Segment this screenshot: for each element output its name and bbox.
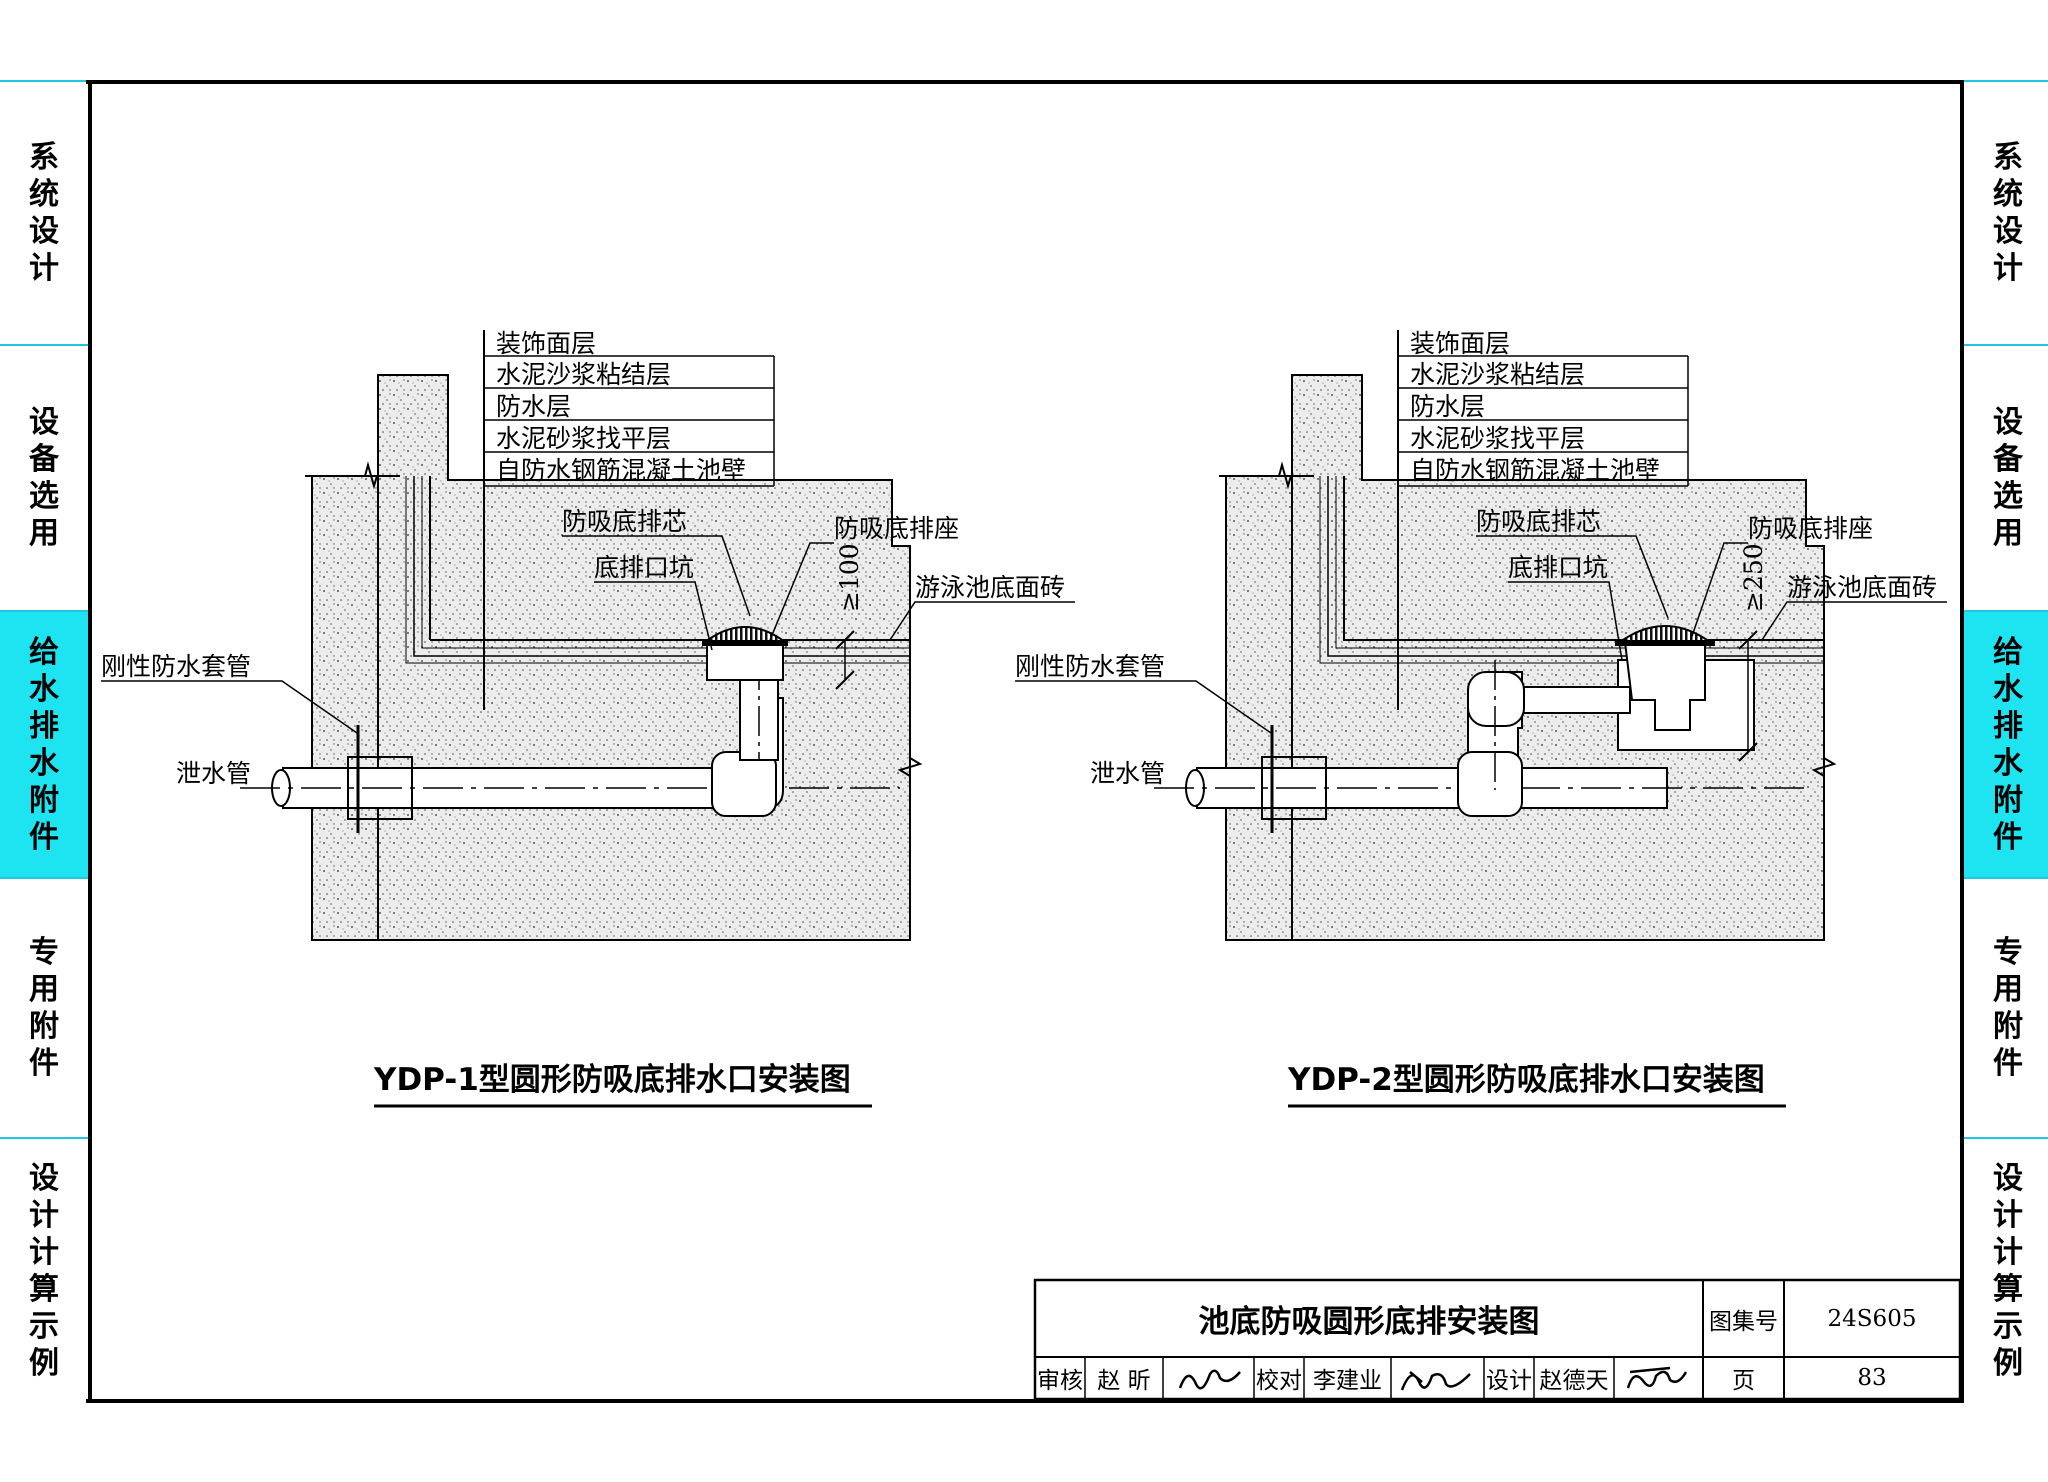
drawing-frame	[86, 80, 1964, 1403]
sidebar-tab-label: 给水排水附件	[29, 634, 59, 855]
sidebar-tab[interactable]: 给水排水附件	[1964, 610, 2048, 877]
callouts: 防吸底排芯 防吸底排座 底排口坑 游泳池底面砖 刚性防水套管 泄水管	[101, 507, 1075, 788]
tile-label: 游泳池底面砖	[915, 573, 1065, 602]
drain-pipe-label: 泄水管	[176, 759, 251, 788]
diagram-title: YDP-1型圆形防吸底排水口安装图	[373, 1062, 851, 1098]
dimension-label: ≥250	[1739, 543, 1768, 612]
designer-name: 赵德天	[1539, 1368, 1609, 1394]
layer-label: 水泥砂浆找平层	[1410, 424, 1585, 453]
pit-label: 底排口坑	[594, 553, 694, 582]
layer-leader: 装饰面层 水泥沙浆粘结层 防水层 水泥砂浆找平层 自防水钢筋混凝土池壁	[483, 329, 775, 710]
atlas-no: 24S605	[1827, 1305, 1917, 1332]
design-label: 设计	[1486, 1368, 1532, 1394]
break-line	[1219, 461, 1837, 935]
drain-pipe-label: 泄水管	[1090, 759, 1165, 788]
diagram-title: YDP-2型圆形防吸底排水口安装图	[1287, 1062, 1765, 1098]
waterproof-sleeve	[347, 725, 413, 833]
sidebar-tab[interactable]: 设计计算示例	[0, 1137, 88, 1403]
sidebar-tab[interactable]: 专用附件	[0, 877, 88, 1137]
atlas-no-label: 图集号	[1709, 1308, 1778, 1335]
elbow-fitting	[711, 660, 784, 817]
sidebar-tab-label: 专用附件	[1993, 935, 2023, 1081]
signature-reviewer	[1178, 1369, 1241, 1390]
sidebar-tab-label: 系统设计	[1993, 140, 2023, 286]
left-sidebar: 系统设计设备选用给水排水附件专用附件设计计算示例	[0, 80, 92, 1403]
sidebar-tab[interactable]: 给水排水附件	[0, 610, 88, 877]
layer-label: 自防水钢筋混凝土池壁	[1410, 456, 1660, 485]
elbow-fitting	[1457, 660, 1525, 817]
pit-label: 底排口坑	[1508, 553, 1608, 582]
layer-label: 防水层	[496, 392, 571, 421]
signature-checker	[1400, 1371, 1471, 1391]
sidebar-tab-label: 系统设计	[29, 140, 59, 286]
sidebar-tab[interactable]: 系统设计	[1964, 80, 2048, 344]
sidebar-tab[interactable]: 设备选用	[1964, 344, 2048, 610]
layer-label: 水泥砂浆找平层	[496, 424, 671, 453]
sleeve-label: 刚性防水套管	[1015, 652, 1165, 681]
signature-designer	[1626, 1366, 1688, 1389]
drain-pipe	[240, 767, 900, 809]
sidebar-tab[interactable]: 设计计算示例	[1964, 1137, 2048, 1403]
title-block	[1033, 1278, 1962, 1401]
check-label: 校对	[1256, 1368, 1302, 1394]
layer-label: 水泥沙浆粘结层	[1410, 360, 1585, 389]
waterproof-sleeve	[1261, 725, 1327, 833]
dimension-label: ≥100	[835, 543, 864, 612]
seat-label: 防吸底排座	[1748, 514, 1873, 543]
sleeve-label: 刚性防水套管	[101, 652, 251, 681]
layer-label: 水泥沙浆粘结层	[496, 360, 671, 389]
layer-label: 装饰面层	[1410, 329, 1510, 358]
layer-label: 自防水钢筋混凝土池壁	[496, 456, 746, 485]
sidebar-tab[interactable]: 系统设计	[0, 80, 88, 344]
drain-fitting	[701, 626, 789, 681]
diagram-ydp1: ≥100 装饰面层 水泥沙浆粘结层 防水层 水泥砂浆找平层 自防水钢筋混凝土池壁…	[101, 329, 1075, 1108]
sidebar-tab-label: 给水排水附件	[1993, 634, 2023, 855]
dimension-ydp2: ≥250	[1738, 543, 1768, 762]
drain-pipe	[1154, 686, 1810, 809]
dimension-ydp1: ≥100	[835, 543, 864, 690]
drain-fitting	[1615, 625, 1715, 731]
sidebar-tab-label: 设备选用	[29, 405, 59, 551]
layer-label: 防水层	[1410, 392, 1485, 421]
diagram-ydp2: ≥250 装饰面层 水泥沙浆粘结层 防水层 水泥砂浆找平层 自防水钢筋混凝土池壁…	[1015, 329, 1947, 1108]
sidebar-tab-label: 设备选用	[1993, 405, 2023, 551]
review-label: 审核	[1037, 1368, 1083, 1394]
sidebar-tab[interactable]: 专用附件	[1964, 877, 2048, 1137]
layer-label: 装饰面层	[496, 329, 596, 358]
checker-name: 李建业	[1313, 1368, 1382, 1394]
layer-leader: 装饰面层 水泥沙浆粘结层 防水层 水泥砂浆找平层 自防水钢筋混凝土池壁	[1397, 329, 1689, 710]
seat-label: 防吸底排座	[834, 514, 959, 543]
reviewer-name: 赵 昕	[1097, 1368, 1151, 1394]
drawing-title: 池底防吸圆形底排安装图	[1198, 1304, 1540, 1340]
core-label: 防吸底排芯	[1476, 507, 1601, 536]
page-label: 页	[1732, 1368, 1755, 1394]
sidebar-tab[interactable]: 设备选用	[0, 344, 88, 610]
tile-label: 游泳池底面砖	[1787, 573, 1937, 602]
sidebar-tab-label: 设计计算示例	[1993, 1161, 2023, 1381]
callouts: 防吸底排芯 防吸底排座 底排口坑 游泳池底面砖 刚性防水套管 泄水管	[1015, 507, 1947, 788]
sidebar-tab-label: 专用附件	[29, 935, 59, 1081]
right-sidebar: 系统设计设备选用给水排水附件专用附件设计计算示例	[1960, 80, 2048, 1403]
break-line	[305, 461, 923, 935]
sidebar-tab-label: 设计计算示例	[29, 1161, 59, 1381]
core-label: 防吸底排芯	[562, 507, 687, 536]
page-number: 83	[1857, 1365, 1887, 1391]
